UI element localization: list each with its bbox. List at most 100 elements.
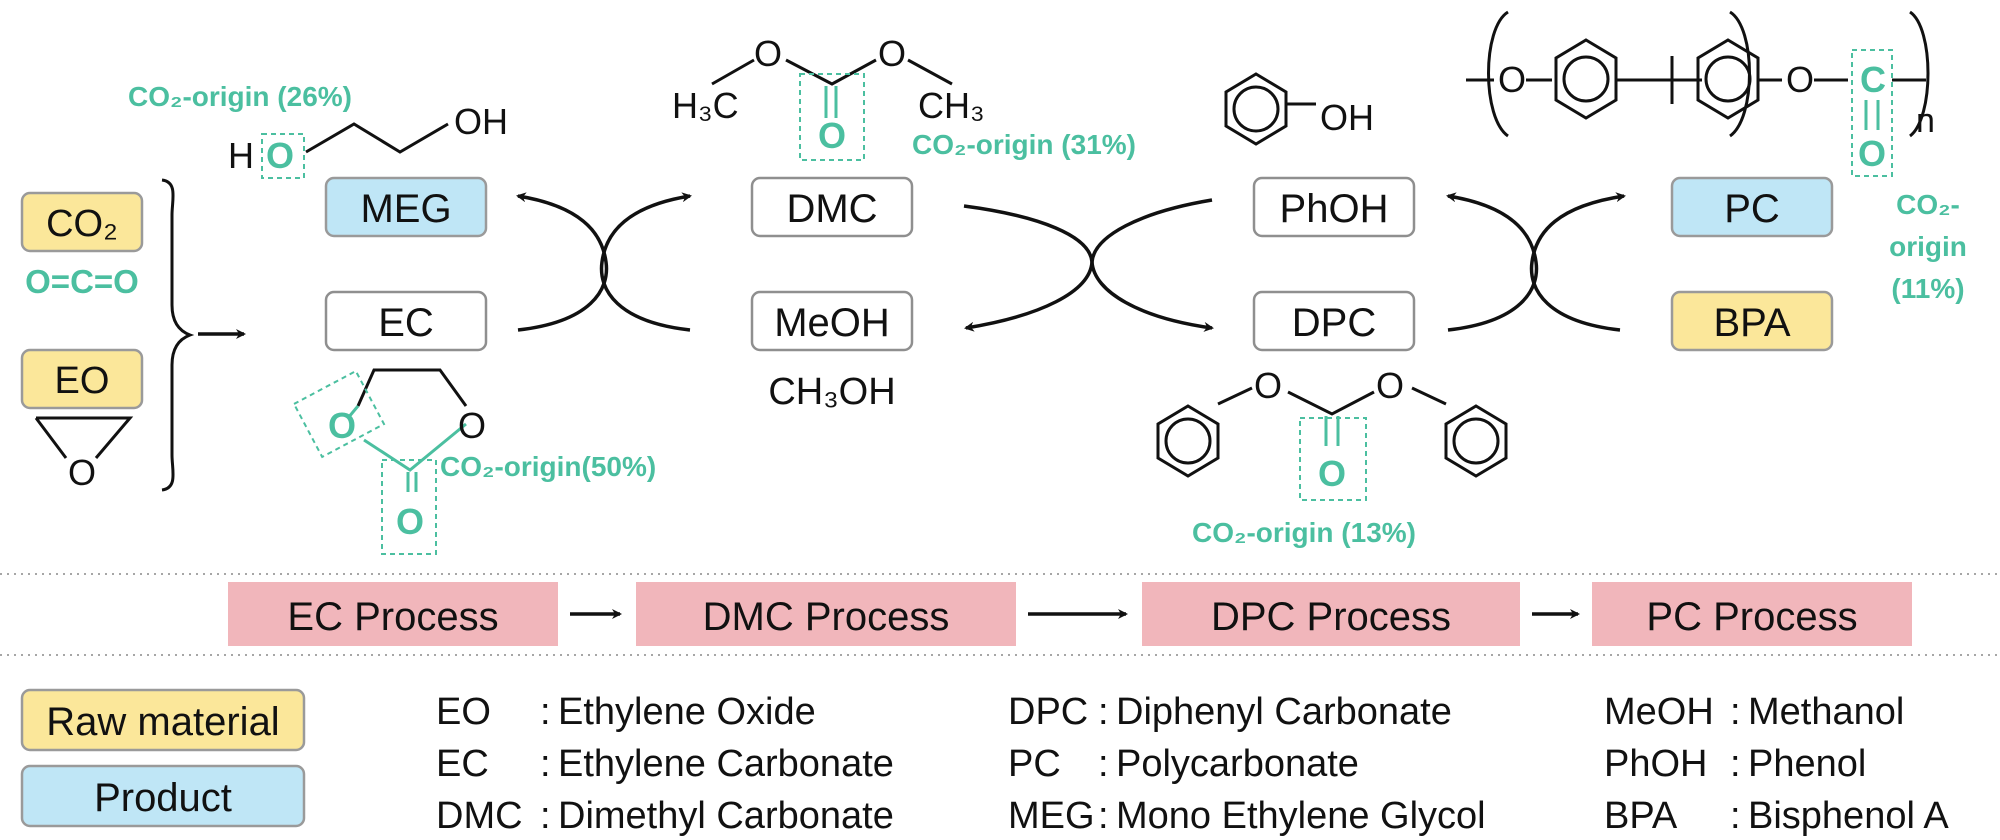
- dmc-ch3: CH₃: [918, 85, 985, 126]
- abbr-sep: :: [540, 743, 551, 785]
- ec-ring-o-box: [292, 369, 386, 459]
- process-dpc: [1142, 582, 1520, 646]
- compound-dpc: DPC: [1252, 290, 1416, 352]
- pc-label: PC: [1724, 187, 1780, 231]
- bpa-label: BPA: [1713, 301, 1790, 345]
- abbr-definition: Ethylene Carbonate: [558, 743, 894, 785]
- co2-label: CO₂: [46, 203, 118, 245]
- abbr-definition: Dimethyl Carbonate: [558, 795, 894, 837]
- pc-n: n: [1916, 102, 1935, 140]
- abbr-definition: Methanol: [1748, 691, 1904, 733]
- reaction-ec-arrows: [516, 192, 692, 332]
- raw-material-eo: EO O: [20, 348, 144, 493]
- dpc-o-right: O: [1376, 365, 1404, 406]
- meg-o: O: [266, 135, 294, 176]
- meg-oh: OH: [454, 101, 508, 142]
- compound-phoh: PhOH: [1252, 176, 1416, 238]
- pc-c: C: [1860, 59, 1886, 100]
- dmc-co2-box: [799, 73, 865, 161]
- abbr-sep: :: [540, 691, 551, 733]
- dpc-o-left: O: [1254, 365, 1282, 406]
- raw-material-co2: CO₂ O=C=O: [20, 191, 144, 300]
- ec-carbonyl-o: O: [396, 501, 424, 542]
- process-ec: [228, 582, 558, 646]
- process-pc-label: PC Process: [1646, 595, 1857, 639]
- abbr-term: EO: [436, 691, 491, 733]
- dpc-co2-box: [1299, 417, 1367, 501]
- abbr-definition: Phenol: [1748, 743, 1866, 785]
- compound-dmc: DMC: [750, 176, 914, 238]
- legend-raw-material-swatch: [20, 688, 306, 752]
- phoh-structure: OH: [1224, 72, 1374, 146]
- abbr-term: BPA: [1604, 795, 1678, 837]
- legend: Raw material Product: [20, 688, 306, 828]
- ec-o-left: O: [328, 405, 356, 446]
- ec-structure: O O O CO₂-origin(50%): [292, 368, 656, 555]
- abbr-term: DPC: [1008, 691, 1088, 733]
- meoh-formula: CH₃OH: [768, 371, 895, 413]
- process-pc: [1592, 582, 1912, 646]
- pc-co2-origin-line2: origin: [1889, 231, 1967, 262]
- abbr-term: PC: [1008, 743, 1061, 785]
- pc-co2-origin-line3: (11%): [1891, 273, 1964, 304]
- abbr-sep: :: [1730, 743, 1741, 785]
- ec-o-right: O: [458, 405, 486, 446]
- pc-co2-box: [1851, 49, 1893, 177]
- abbr-sep: :: [1098, 691, 1109, 733]
- dpc-label: DPC: [1292, 301, 1376, 345]
- meg-structure: H O OH CO₂-origin (26%): [128, 81, 508, 179]
- raw-material-brace: [161, 178, 195, 492]
- ec-carbonyl-box: [381, 459, 437, 555]
- abbr-definition: Mono Ethylene Glycol: [1116, 795, 1486, 837]
- legend-product: Product: [94, 776, 232, 820]
- abbr-sep: :: [1098, 795, 1109, 837]
- abbr-definition: Polycarbonate: [1116, 743, 1359, 785]
- ec-co2-origin: CO₂-origin(50%): [440, 451, 656, 482]
- ec-label: EC: [378, 301, 434, 345]
- abbr-term: MEG: [1008, 795, 1095, 837]
- process-dpc-label: DPC Process: [1211, 595, 1451, 639]
- dmc-o-left: O: [754, 33, 782, 74]
- dmc-o-right: O: [878, 33, 906, 74]
- meg-co2-box: [261, 133, 305, 179]
- dmc-label: DMC: [786, 187, 877, 231]
- meg-h: H: [228, 135, 254, 176]
- compound-meoh: MeOH CH₃OH: [750, 290, 914, 413]
- process-ec-label: EC Process: [287, 595, 498, 639]
- pc-o2: O: [1786, 59, 1814, 100]
- compound-bpa: BPA: [1670, 290, 1834, 352]
- abbr-term: EC: [436, 743, 489, 785]
- eo-label: EO: [55, 360, 110, 402]
- phoh-label: PhOH: [1280, 187, 1389, 231]
- pc-o1: O: [1498, 59, 1526, 100]
- abbr-sep: :: [1730, 795, 1741, 837]
- pc-carbonyl-o: O: [1858, 133, 1886, 174]
- legend-raw-material: Raw material: [46, 700, 279, 744]
- process-bar: EC Process DMC Process DPC Process PC Pr…: [228, 582, 1912, 646]
- meoh-label: MeOH: [774, 301, 890, 345]
- dmc-co2-origin: CO₂-origin (31%): [912, 129, 1136, 160]
- reaction-dmc-arrows: [963, 198, 1214, 332]
- dpc-co2-origin: CO₂-origin (13%): [1192, 517, 1416, 548]
- dpc-carbonyl-o: O: [1318, 453, 1346, 494]
- compound-ec: EC: [324, 290, 488, 352]
- abbreviation-list: EO : Ethylene Oxide EC : Ethylene Carbon…: [436, 691, 1949, 837]
- reaction-dpc-arrows: [1446, 192, 1626, 332]
- process-dmc-label: DMC Process: [703, 595, 950, 639]
- eo-ring-oxygen: O: [68, 452, 96, 493]
- legend-product-swatch: [20, 764, 306, 828]
- abbr-term: MeOH: [1604, 691, 1714, 733]
- abbr-definition: Bisphenol A: [1748, 795, 1949, 837]
- co2-formula: O=C=O: [25, 263, 139, 300]
- dpc-structure: O O O CO₂-origin (13%): [1156, 365, 1508, 548]
- phoh-oh: OH: [1320, 97, 1374, 138]
- compound-pc: PC: [1670, 176, 1834, 238]
- process-dmc: [636, 582, 1016, 646]
- abbr-sep: :: [1098, 743, 1109, 785]
- pc-co2-origin-line1: CO₂-: [1896, 189, 1960, 220]
- abbr-definition: Diphenyl Carbonate: [1116, 691, 1452, 733]
- abbr-definition: Ethylene Oxide: [558, 691, 816, 733]
- meg-co2-origin: CO₂-origin (26%): [128, 81, 352, 112]
- dmc-structure: H₃C O O CH₃ O CO₂-origin (31%): [672, 33, 1136, 161]
